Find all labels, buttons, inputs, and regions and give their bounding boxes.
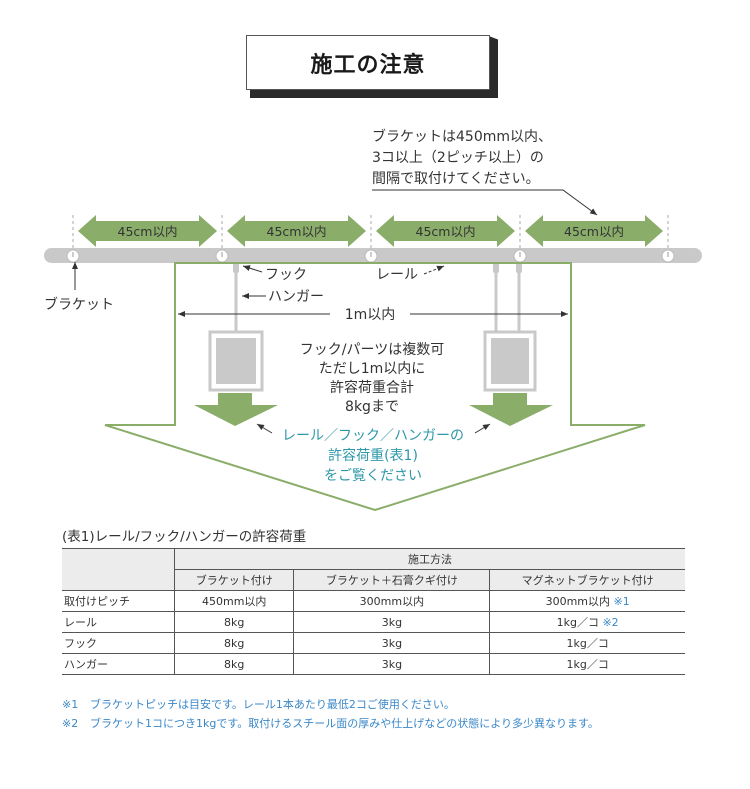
bracket-icon <box>66 249 80 263</box>
footnote-mark: ※1 <box>62 698 79 711</box>
table-row: 取付けピッチ 450mm以内 300mm以内 300mm以内 ※1 <box>62 590 685 612</box>
hook-hanger-right <box>483 263 537 392</box>
spacing-label: 45cm以内 <box>267 224 327 239</box>
spacing-label: 45cm以内 <box>118 224 178 239</box>
load-range-arrow <box>104 262 646 512</box>
cell-value: 300mm以内 <box>545 595 611 608</box>
bracket-note-line: 間隔で取付けてください。 <box>372 171 540 187</box>
table-cell: 3kg <box>293 611 490 633</box>
column-header: マグネットブラケット付け <box>489 569 685 591</box>
table-cell: 450mm以内 <box>173 590 294 612</box>
teal-note-arrow-left <box>256 423 273 434</box>
bracket-note-line: 3コ以上（2ピッチ以上）の <box>372 150 544 166</box>
table-row: ハンガー 8kg 3kg 1kg／コ <box>62 653 685 675</box>
spacing-label: 45cm以内 <box>416 224 476 239</box>
hook-label: フック <box>265 267 307 283</box>
load-table: 施工方法 ブラケット付け ブラケット＋石膏クギ付け マグネットブラケット付け 取… <box>62 548 685 675</box>
footnotes: ※1 ブラケットピッチは目安です。レール1本あたり最低2コご使用ください。 ※2 ブ… <box>62 695 599 733</box>
hook-icon <box>233 263 239 273</box>
bracket-icon <box>364 249 378 263</box>
group-header: 施工方法 <box>174 548 685 570</box>
teal-note-arrow-right <box>474 423 491 434</box>
center-note-line: 許容荷重合計 <box>330 379 414 396</box>
table-cell: 3kg <box>293 632 490 654</box>
table-caption: (表1)レール/フック/ハンガーの許容荷重 <box>62 529 307 545</box>
table-cell-with-note: 300mm以内 ※1 <box>489 590 685 612</box>
page-title: 施工の注意 <box>310 52 426 78</box>
footnote-mark: ※2 <box>62 717 79 730</box>
bracket-icon <box>215 249 229 263</box>
spacing-arrow <box>376 215 515 247</box>
footnote: ※2 ブラケット1コにつき1kgです。取付けるスチール面の厚みや仕上げなどの状態に… <box>62 714 599 733</box>
hook-label-arrow <box>242 265 263 273</box>
hook-icon <box>493 263 499 273</box>
cell-value: 1kg／コ <box>556 616 599 629</box>
spacing-label: 45cm以内 <box>564 224 624 239</box>
column-header: ブラケット＋石膏クギ付け <box>293 569 490 591</box>
rail-label: レール <box>376 267 418 283</box>
installation-diagram: ブラケットは450mm以内、 3コ以上（2ピッチ以上）の 間隔で取付けてください… <box>44 128 702 512</box>
row-label: フック <box>64 637 97 650</box>
bracket-icon <box>661 249 675 263</box>
center-note-line: ただし1m以内に <box>319 361 426 377</box>
footnote: ※1 ブラケットピッチは目安です。レール1本あたり最低2コご使用ください。 <box>62 695 599 714</box>
note-reference: ※1 <box>613 595 630 608</box>
bracket-note-leader <box>372 189 598 216</box>
teal-note-line: 許容荷重(表1) <box>328 447 418 464</box>
center-note-line: 8kgまで <box>345 399 399 415</box>
bracket-note-line: ブラケットは450mm以内、 <box>372 128 552 145</box>
title-shadow <box>250 90 498 98</box>
table-cell-with-note: 1kg／コ ※2 <box>489 611 685 633</box>
row-label: ハンガー <box>64 658 108 671</box>
bracket-label: ブラケット <box>44 296 114 313</box>
title-box: 施工の注意 <box>246 35 490 90</box>
center-note-line: フック/パーツは複数可 <box>300 341 444 358</box>
footnote-text: ブラケットピッチは目安です。レール1本あたり最低2コご使用ください。 <box>90 698 455 711</box>
table-corner-cell <box>62 548 175 591</box>
table-cell: 8kg <box>173 611 294 633</box>
table-cell: 1kg／コ <box>489 653 685 675</box>
one-meter-label: 1m以内 <box>345 307 396 323</box>
hook-hanger-left <box>208 263 264 392</box>
row-label: レール <box>64 616 97 629</box>
bracket-icon <box>513 249 527 263</box>
teal-note-line: レール／フック／ハンガーの <box>282 428 464 444</box>
column-header: ブラケット付け <box>173 569 294 591</box>
hanger-label: ハンガー <box>268 289 324 305</box>
hook-icon <box>516 263 522 273</box>
rail-label-arrow <box>423 265 445 275</box>
spacing-arrow <box>227 215 366 247</box>
spacing-arrow <box>525 215 663 247</box>
table-cell: 3kg <box>293 653 490 675</box>
down-arrow-icon <box>194 393 278 426</box>
teal-note-line: をご覧ください <box>324 467 422 484</box>
table-cell: 1kg／コ <box>489 632 685 654</box>
note-reference: ※2 <box>602 616 619 629</box>
footnote-text: ブラケット1コにつき1kgです。取付けるスチール面の厚みや仕上げなどの状態により… <box>90 717 599 730</box>
row-label: 取付けピッチ <box>64 595 130 608</box>
down-arrow-icon <box>469 393 553 426</box>
table-cell: 8kg <box>173 653 294 675</box>
table-cell: 300mm以内 <box>293 590 490 612</box>
table-cell: 8kg <box>173 632 294 654</box>
table-row: フック 8kg 3kg 1kg／コ <box>62 632 685 654</box>
spacing-arrow <box>78 215 217 247</box>
table-row: レール 8kg 3kg 1kg／コ ※2 <box>62 611 685 633</box>
